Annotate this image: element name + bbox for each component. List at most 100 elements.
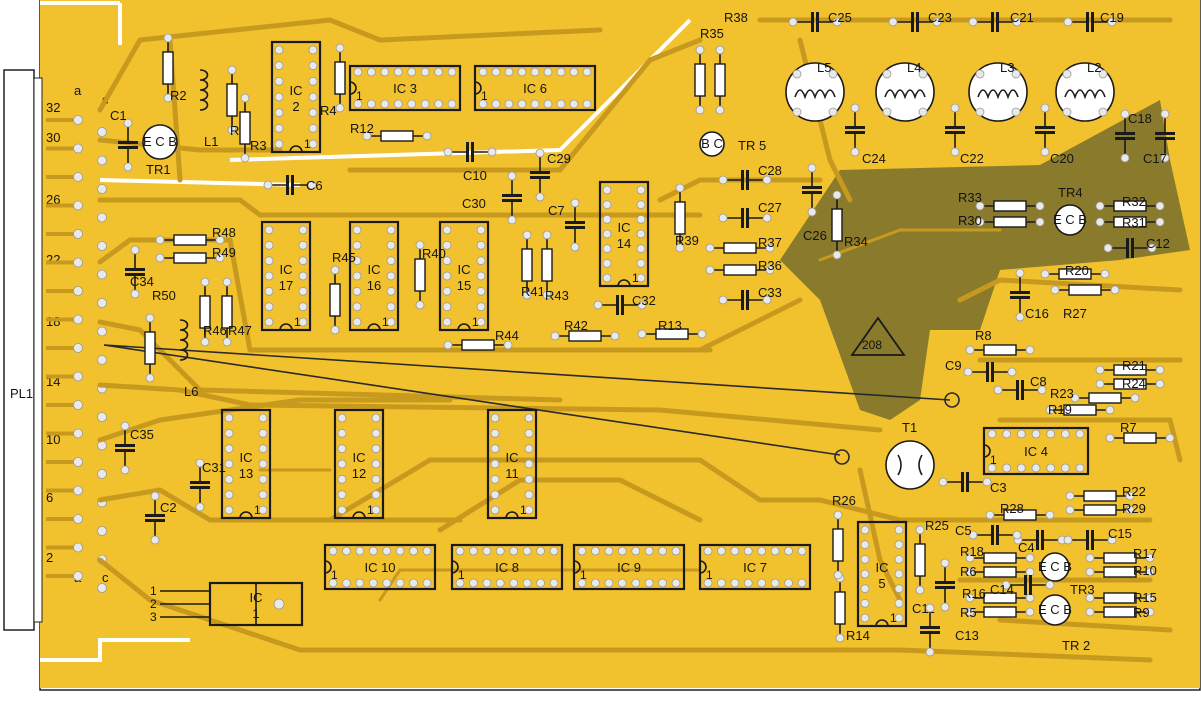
ic-pad [1016,429,1026,439]
capacitor-pad [487,147,497,157]
capacitor-c30: C30 [462,171,522,225]
ic-pad [860,598,870,608]
ic-pad [342,578,351,588]
capacitor-pad [150,491,160,501]
resistor-body [521,248,533,282]
capacitor-label: C18 [1128,111,1152,126]
resistor-pad [833,510,843,520]
capacitor-c22: C22 [945,103,984,166]
capacitor-pad [1103,243,1113,253]
ic-pad [224,413,234,423]
transistor-tr2: E C BTR 2 [1038,594,1090,653]
resistor-pad [200,337,210,347]
resistor-body [832,528,844,562]
resistor-pad [985,510,995,520]
ic-pad [274,92,284,102]
ic-pad [264,256,274,266]
ic-ic6: IC 61 [473,64,597,112]
resistor-r47: R47 [221,277,252,347]
resistor-pad [1085,607,1095,617]
resistor-body [1103,552,1137,564]
ic-pad [476,271,486,281]
ic-pad [420,99,430,109]
ic-pin1-mark: 1 [294,315,301,329]
ic-pad [264,271,274,281]
resistor-body [173,252,207,264]
coil-winding [977,89,1019,100]
ic-pad [476,225,486,235]
ic-pin1-mark: 1 [580,568,587,582]
ic-pad [352,317,362,327]
ic-label: IC [876,560,889,575]
resistor-label: R2 [170,88,187,103]
resistor-label: R26 [832,493,856,508]
capacitor-pad [1160,109,1170,119]
mounting-hole [273,598,285,610]
isolation-gap [40,638,190,662]
ic-pad [1002,463,1012,473]
resistor-r2: R2 [162,33,187,103]
resistor-body [983,566,1017,578]
capacitor-pad [123,118,133,128]
resistor-pad [675,183,685,193]
ic-pad [549,578,559,588]
ic-pad [353,67,363,77]
ic-pad [274,123,284,133]
transistor-pins: E C B [1038,602,1072,617]
capacitor-plate [291,175,294,195]
capacitor-label: C20 [1050,151,1074,166]
resistor-r28: R28 [985,501,1055,521]
resistor-body [983,552,1017,564]
capacitor-pad [150,535,160,545]
resistor-body [993,216,1027,228]
ic-pad [337,490,347,500]
resistor-body [1113,216,1147,228]
capacitor-pad [932,17,942,27]
resistor-body [226,83,238,117]
ic-pad [308,92,318,102]
resistor-pad [240,93,250,103]
ic-pad [337,505,347,515]
ic-pad [386,240,396,250]
ic-label: IC [240,450,253,465]
connector-pad [97,355,107,365]
ic-notch [349,81,357,95]
coil-l5: L5 [785,60,845,122]
capacitor-plate [502,194,522,197]
resistor-pad [542,230,552,240]
connector-finger [46,431,80,436]
capacitor-pad [307,180,317,190]
row-a-label: a [74,83,82,98]
capacitor-plate [190,481,210,484]
ic-pad [894,554,904,564]
ic-pad [258,505,268,515]
ic-pad [860,540,870,550]
ic-pad [478,67,488,77]
ic-pad [591,578,600,588]
capacitor-c13: C13 [920,603,979,657]
resistor-body [173,234,207,246]
resistor-pad [1040,269,1050,279]
capacitor-plate [935,586,955,589]
ic-pad [224,459,234,469]
ic-label: 2 [292,99,299,114]
ic-pad [743,546,753,556]
resistor-pad [1100,269,1110,279]
resistor-label: R10 [1133,563,1157,578]
resistor-r34: R34 [831,190,868,260]
capacitor-label: C30 [462,196,486,211]
capacitor-plate [746,170,749,190]
capacitor-plate [115,444,135,447]
resistor-r21: R21 [1095,358,1165,376]
transistor-body [1054,204,1086,236]
resistor-body [1103,606,1137,618]
ic-pad [264,286,274,296]
resistor-pad [975,201,985,211]
resistor-r42: R42 [550,318,620,342]
capacitor-pad [1040,147,1050,157]
capacitor-plate [802,186,822,189]
capacitor-plate [845,126,865,129]
ic-pad [1060,463,1070,473]
resistor-pad [1065,505,1075,515]
